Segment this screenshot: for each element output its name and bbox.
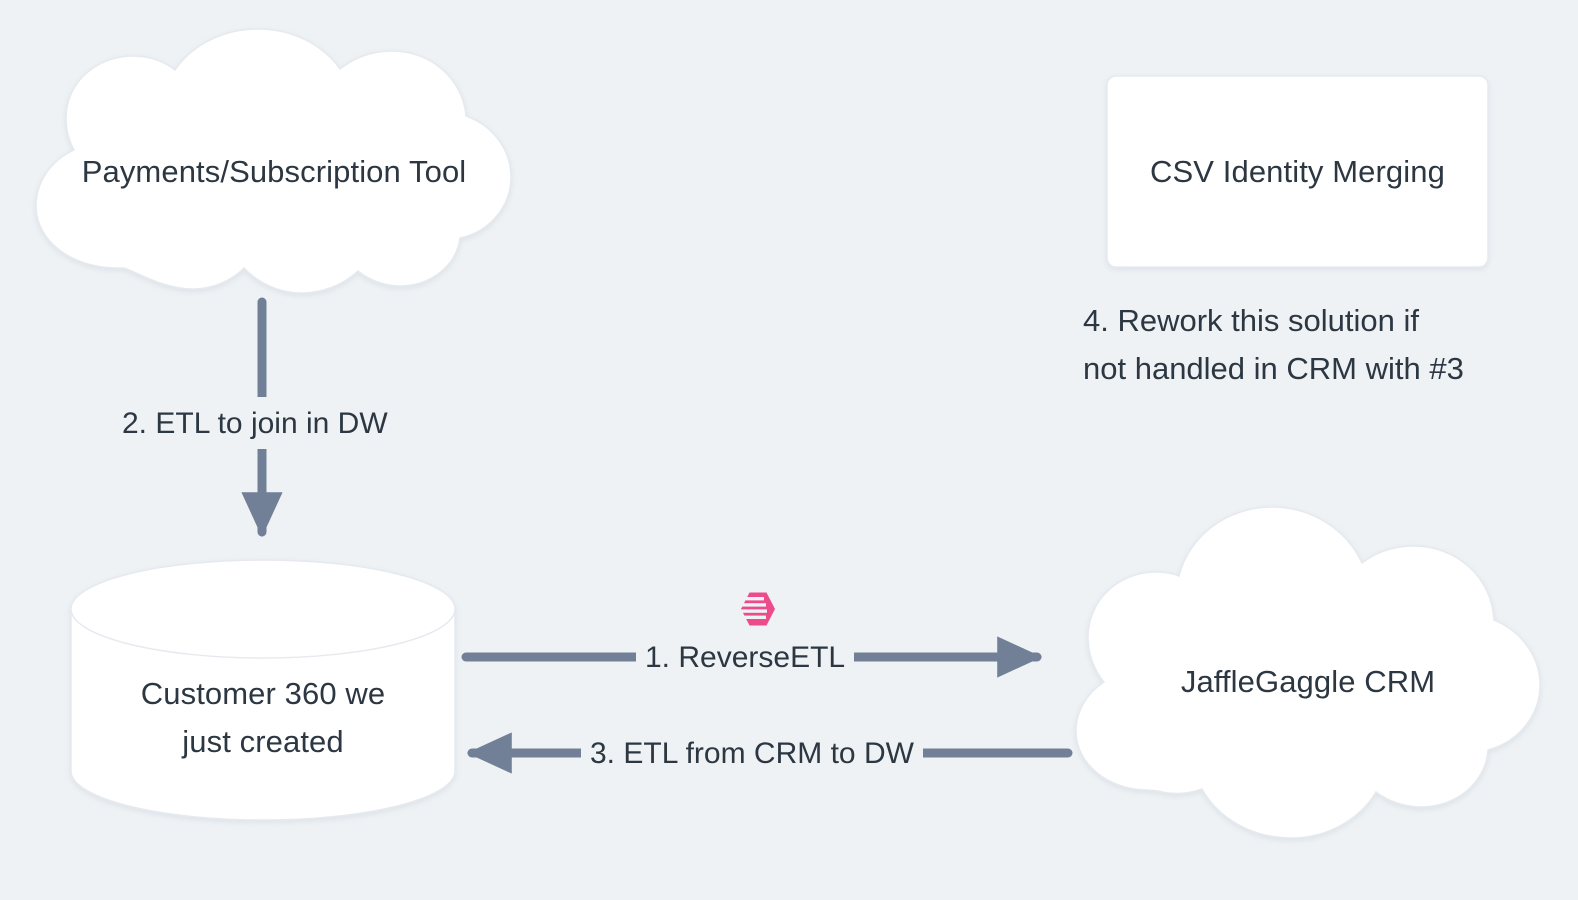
node-label-csv-box: CSV Identity Merging	[1150, 153, 1445, 189]
node-label-warehouse-cylinder: Customer 360 we just created	[140, 675, 386, 759]
node-payments-cloud[interactable]	[35, 28, 512, 294]
dbt-hexagon-icon	[735, 592, 775, 626]
edge-label-reverse-etl: 1. ReverseETL	[636, 631, 855, 683]
node-csv-box[interactable]	[1106, 75, 1489, 268]
node-label-payments-cloud: Payments/Subscription Tool	[81, 153, 467, 189]
edge-label-etl-join: 2. ETL to join in DW	[113, 397, 397, 449]
annotation-rework-note: 4. Rework this solution if not handled i…	[1083, 303, 1464, 387]
node-crm-cloud[interactable]	[1075, 506, 1541, 839]
edge-label-etl-from-crm: 3. ETL from CRM to DW	[581, 727, 923, 779]
node-warehouse-cylinder[interactable]	[70, 559, 456, 821]
node-label-crm-cloud: JaffleGaggle CRM	[1180, 663, 1436, 699]
